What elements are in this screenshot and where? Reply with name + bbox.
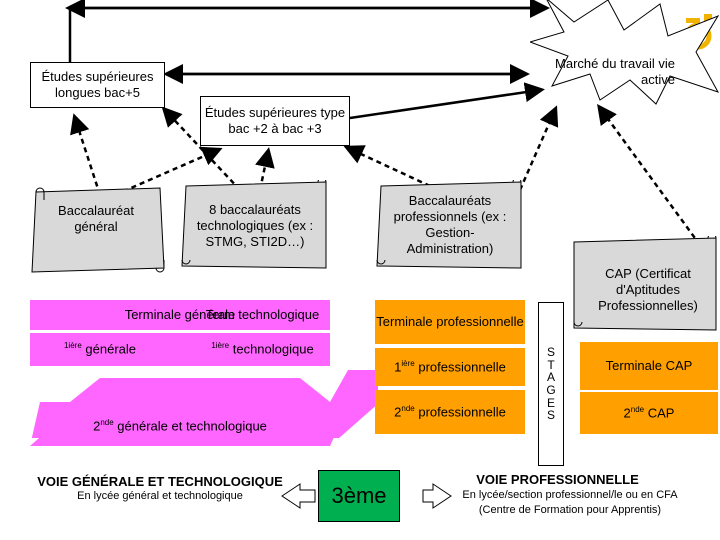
voie-generale-subtitle: En lycée général et technologique bbox=[77, 490, 243, 502]
marche-travail-star bbox=[530, 0, 720, 105]
stages-letter: A bbox=[546, 370, 555, 385]
etudes-courtes-box: Études supérieures type bac +2 à bac +3 bbox=[200, 96, 350, 146]
etudes-longues-label: Études supérieures longues bac+5 bbox=[41, 68, 154, 100]
seconde-cap-box: 2nde CAP bbox=[580, 392, 718, 434]
terminale-techno-label: Term technologique bbox=[205, 307, 320, 322]
stages-letter: S bbox=[546, 345, 555, 360]
terminale-cap-box: Terminale CAP bbox=[580, 342, 718, 390]
terminale-row: Terminale générale bbox=[30, 300, 330, 330]
terminale-pro-label: Terminale professionnelle bbox=[376, 313, 524, 329]
terminale-generale-label: Terminale générale bbox=[124, 306, 236, 322]
scroll-cap: CAP (Certificat d'Aptitudes Professionne… bbox=[570, 236, 720, 334]
voie-pro-subtitle: En lycée/section professionnel/le ou en … bbox=[462, 489, 678, 516]
scroll-bac-pro: Baccalauréats professionnels (ex : Gesti… bbox=[375, 180, 525, 272]
seconde-pro-box: 2nde professionnelle bbox=[375, 390, 525, 434]
stages-letter: G bbox=[546, 383, 556, 397]
cap-label: CAP (Certificat d'Aptitudes Professionne… bbox=[598, 265, 698, 314]
terminale-cap-label: Terminale CAP bbox=[605, 357, 693, 373]
stages-letter: T bbox=[547, 357, 555, 372]
stages-letter: S bbox=[546, 408, 555, 423]
bac-techno-label: 8 baccalauréats technologiques (ex : STM… bbox=[196, 201, 314, 250]
premiere-pro-box: 1ière professionnelle bbox=[375, 348, 525, 386]
etudes-longues-box: Études supérieures longues bac+5 bbox=[30, 62, 165, 108]
marche-travail-label: Marché du travail vie active bbox=[555, 56, 675, 88]
seconde-pro-label: 2nde professionnelle bbox=[394, 403, 506, 420]
etudes-courtes-label: Études supérieures type bac +2 à bac +3 bbox=[204, 104, 346, 136]
troisieme-label: 3ème bbox=[331, 483, 387, 509]
seconde-cap-label: 2nde CAP bbox=[623, 404, 675, 421]
arrow-right bbox=[422, 483, 452, 509]
bac-pro-label: Baccalauréats professionnels (ex : Gesti… bbox=[393, 192, 507, 257]
terminale-pro-box: Terminale professionnelle bbox=[375, 300, 525, 344]
stages-column: S T A G E S bbox=[538, 302, 564, 466]
premiere-row bbox=[30, 333, 330, 366]
seconde-label: 2nde générale et technologique bbox=[93, 418, 267, 434]
bac-general-label: Baccalauréat général bbox=[58, 202, 134, 234]
scroll-bac-general: Baccalauréat général bbox=[28, 184, 168, 276]
stages-letter: E bbox=[546, 395, 555, 410]
premiere-pro-label: 1ière professionnelle bbox=[394, 358, 506, 375]
premiere-techno-label: 1ière technologique bbox=[211, 341, 314, 357]
scroll-bac-techno: 8 baccalauréats technologiques (ex : STM… bbox=[180, 180, 330, 272]
voie-pro-title: VOIE PROFESSIONNELLE bbox=[476, 472, 639, 487]
voie-generale-title: VOIE GÉNÉRALE ET TECHNOLOGIQUE bbox=[37, 474, 283, 489]
arrow-left bbox=[281, 483, 316, 509]
premiere-generale-label: 1ière générale bbox=[63, 341, 136, 357]
troisieme-box: 3ème bbox=[318, 470, 400, 522]
